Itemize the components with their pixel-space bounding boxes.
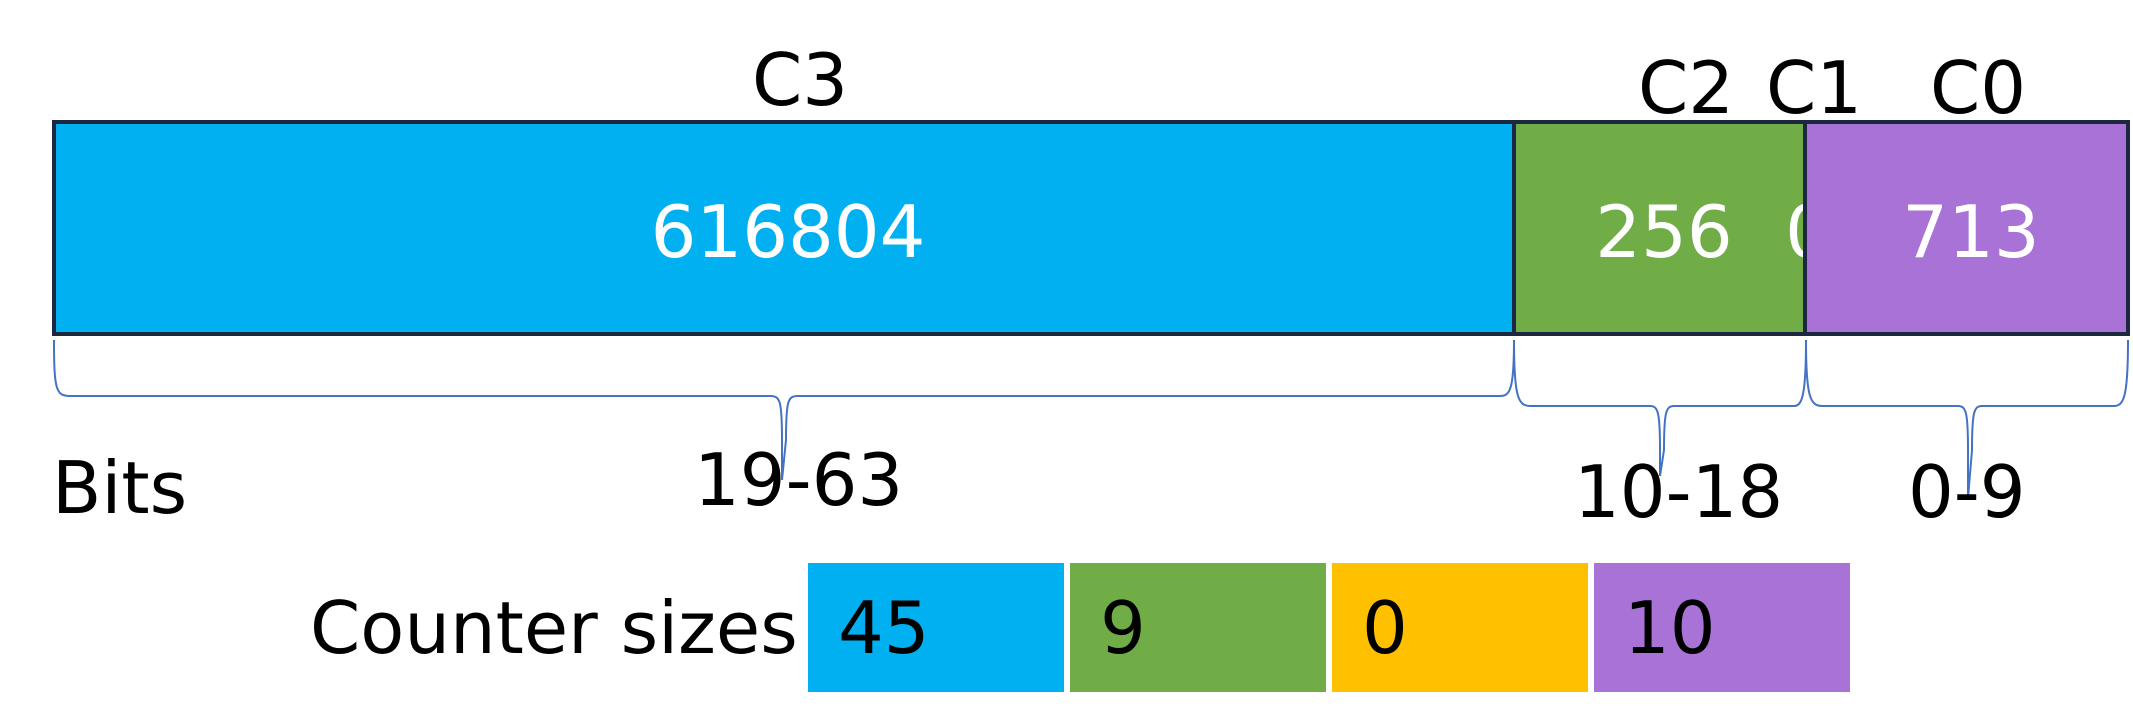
counter-size-value-c3: 45 [838,585,930,670]
bit-range-c0: 0-9 [1908,450,2026,534]
counter-size-c0: 10 [1594,563,1850,692]
counter-size-c3: 45 [808,563,1064,692]
bit-range-c3: 19-63 [694,438,904,522]
register-value-c0: 713 [1902,190,2040,274]
counter-size-c1: 0 [1332,563,1588,692]
counter-sizes-label: Counter sizes [310,586,798,670]
counter-name-c2: C2 [1638,46,1735,130]
counter-size-value-c0: 10 [1624,585,1716,670]
counter-name-c1: C1 [1766,46,1863,130]
register-segment-c3: 616804 [52,120,1516,336]
brace-c0 [1805,339,2129,499]
register-value-c3: 616804 [650,190,926,274]
bits-label: Bits [52,446,188,530]
brace-c3 [53,339,1515,481]
bit-range-c2: 10-18 [1574,450,1784,534]
register-value-c2: 256 [1595,190,1733,274]
brace-c2 [1513,339,1807,477]
counter-size-value-c1: 0 [1362,585,1408,670]
counter-name-c3: C3 [752,38,849,122]
counter-size-value-c2: 9 [1100,585,1146,670]
counter-name-c0: C0 [1930,46,2027,130]
counter-size-c2: 9 [1070,563,1326,692]
register-segment-c0: 713 [1803,120,2130,336]
